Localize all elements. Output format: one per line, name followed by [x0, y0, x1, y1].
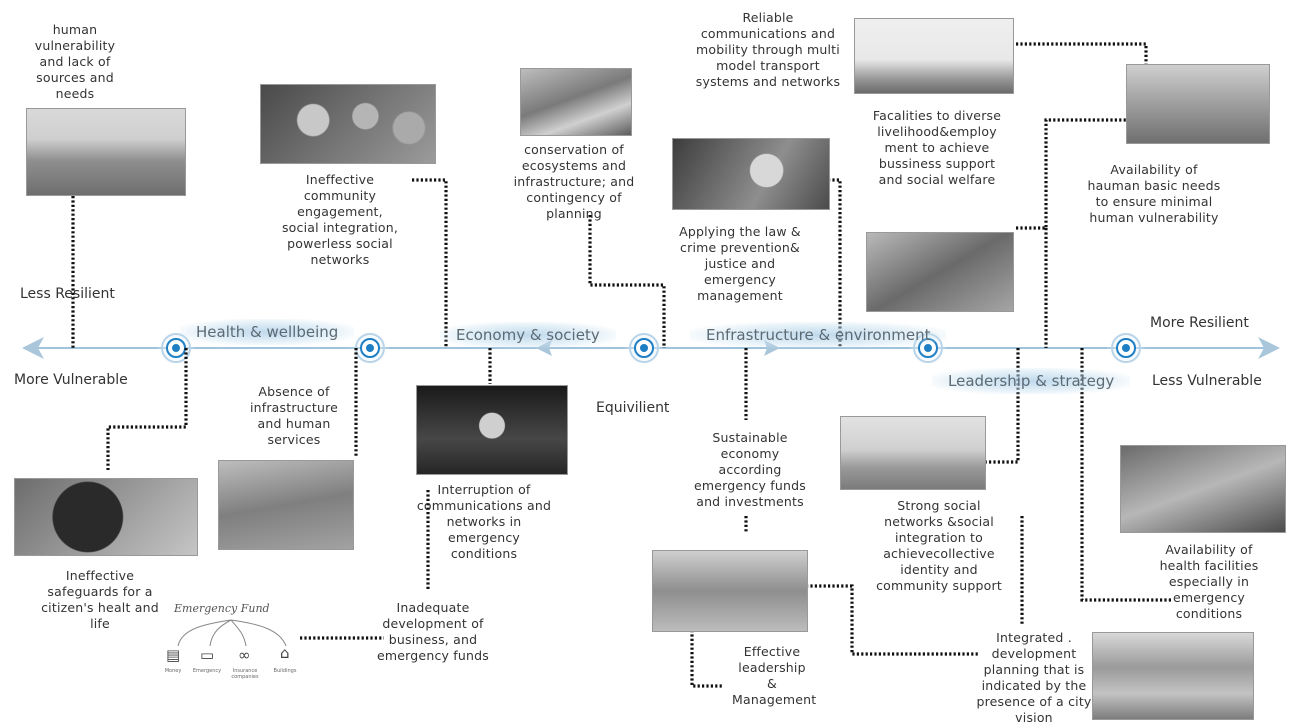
connector — [828, 178, 842, 348]
label-inadequate-development: Inadequate development of business, and … — [377, 600, 489, 663]
emergency-fund-branches — [177, 619, 287, 647]
band-leadership-strategy: Leadership & strategy — [932, 368, 1131, 394]
label-more-resilient: More Resilient — [1150, 315, 1249, 331]
label-human-vulnerability: human vulnerability and lack of sources … — [34, 22, 116, 101]
axis-node — [624, 328, 664, 368]
photo-debris-field — [652, 550, 808, 632]
label-more-vulnerable: More Vulnerable — [14, 372, 128, 388]
emergency-fund-title: Emergency Fund — [174, 602, 270, 615]
connector — [806, 584, 980, 656]
connector — [588, 215, 666, 348]
connector — [412, 178, 448, 348]
label-facilities-livelihood: Facalities to diverse livelihood&employ … — [872, 108, 1002, 187]
label-less-vulnerable: Less Vulnerable — [1152, 373, 1262, 389]
band-economy-society: Economy & society — [440, 322, 616, 348]
dotted-connectors — [71, 42, 1172, 688]
connector — [690, 630, 724, 688]
photo-dark-room-candle — [416, 385, 568, 475]
fund-caption: Emergency — [192, 668, 222, 674]
photo-market-crowd — [866, 232, 1014, 312]
connector — [1016, 118, 1126, 230]
photo-caregiver-child — [1120, 445, 1286, 533]
fund-caption: Money — [164, 668, 182, 674]
label-community-engagement: Ineffective community engagement, social… — [281, 172, 399, 267]
house-icon: ⌂ — [280, 644, 290, 662]
connector — [1016, 42, 1148, 68]
label-strong-social-networks: Strong social networks &social integrati… — [876, 498, 1002, 593]
label-health-facilities: Availability of health facilities especi… — [1159, 542, 1259, 621]
label-absence-infrastructure: Absence of infrastructure and human serv… — [249, 384, 339, 447]
handshake-icon: ∞ — [238, 646, 251, 664]
band-health-wellbeing: Health & wellbeing — [180, 319, 355, 345]
label-law-crime-prevention: Applying the law & crime prevention& jus… — [679, 224, 801, 303]
label-ineffective-safeguards: Ineffective safeguards for a citizen's h… — [41, 568, 159, 631]
photo-children-group — [260, 84, 436, 164]
photo-children-rubble — [218, 460, 354, 550]
label-conservation: conservation of ecosystems and infrastru… — [513, 142, 635, 221]
photo-road-person — [840, 416, 986, 490]
axis-node — [350, 328, 390, 368]
fund-caption: Buildings — [273, 668, 297, 674]
right-arrowhead — [1258, 337, 1280, 359]
left-arrowhead — [22, 337, 44, 359]
label-equivilient: Equivilient — [596, 400, 670, 416]
label-integrated-planning: Integrated . development planning that i… — [976, 630, 1092, 725]
photo-child-drinking — [14, 478, 198, 556]
label-effective-leadership: Effective leadership & Management — [732, 644, 817, 707]
photo-flooded-street — [1126, 64, 1270, 144]
emergency-fund-graphic: Emergency Fund ▤ ▭ ∞ ⌂ Money Emergency I… — [156, 602, 306, 680]
label-basic-needs: Availability of hauman basic needs to en… — [1087, 162, 1221, 225]
label-sustainable-economy: Sustainable economy according emergency … — [694, 430, 806, 509]
label-interruption-communications: Interruption of communications and netwo… — [416, 482, 552, 561]
photo-slum-waterway — [520, 68, 632, 136]
photo-crowd-desert — [26, 108, 186, 196]
label-less-resilient: Less Resilient — [20, 286, 115, 302]
photo-city-buildings — [1092, 632, 1254, 720]
photo-child-closeup — [672, 138, 830, 210]
band-infrastructure-environment: Enfrastructure & environment — [690, 322, 947, 348]
axis-node — [1106, 328, 1146, 368]
label-reliable-communications: Reliable communications and mobility thr… — [695, 10, 841, 89]
connector — [1080, 348, 1172, 602]
bank-card-icon: ▤ — [166, 646, 181, 664]
money-icon: ▭ — [200, 646, 215, 664]
photo-power-lines — [854, 18, 1014, 94]
fund-caption: Insurance companies — [231, 668, 259, 680]
